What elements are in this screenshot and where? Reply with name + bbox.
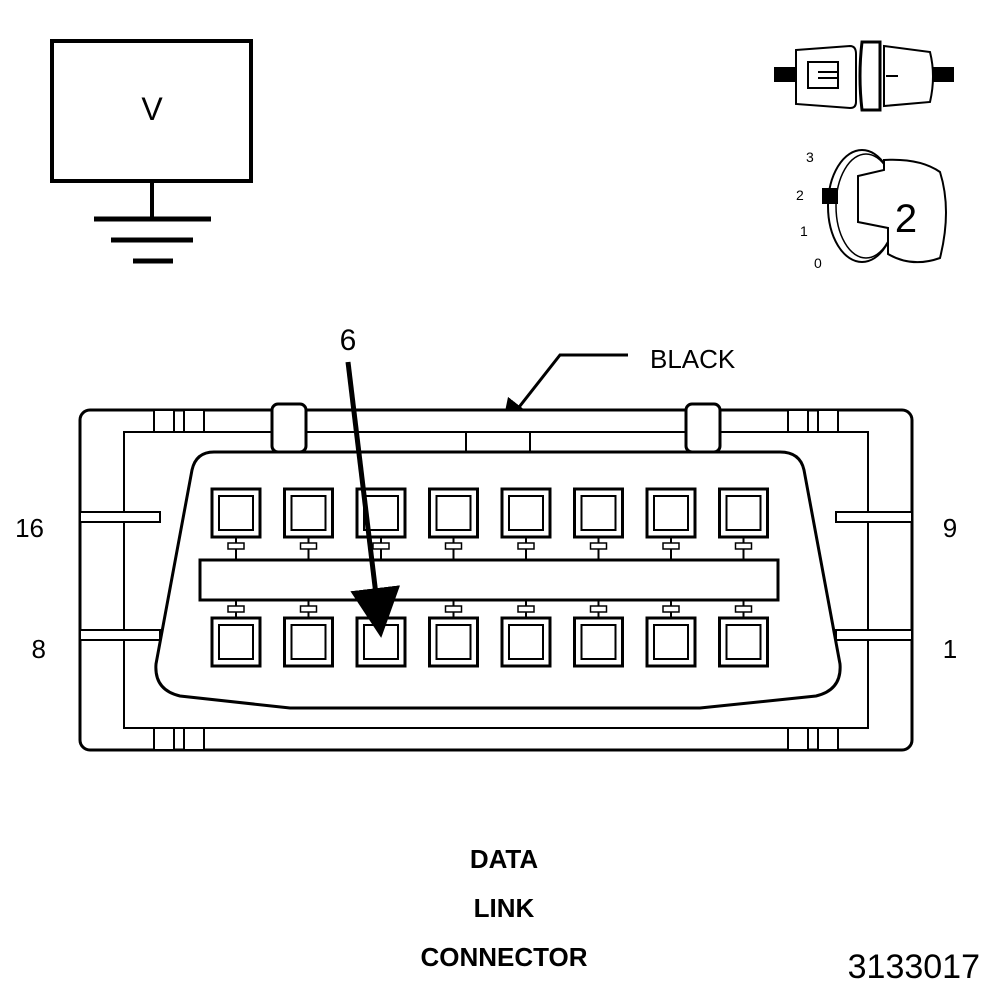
color-callout-label: BLACK — [650, 344, 736, 374]
meter-symbol: V — [141, 91, 163, 127]
lower-pin-row — [210, 600, 769, 668]
pin-cell-lower — [210, 600, 262, 668]
right-side-tab-upper — [835, 511, 913, 523]
housing-slots — [153, 409, 839, 751]
latch-left — [270, 402, 308, 454]
pin-number-lower-left: 8 — [32, 634, 46, 664]
pin-cell-upper — [428, 487, 479, 560]
pin-cell-upper — [573, 487, 624, 560]
key-tab — [465, 431, 531, 453]
caption-line-3: CONNECTOR — [420, 942, 587, 972]
upper-pin-row — [210, 487, 769, 560]
pin-cell-upper — [645, 487, 697, 560]
pin-cell-upper — [283, 487, 334, 560]
ground-icon — [94, 216, 211, 264]
pin-cell-lower — [283, 600, 334, 668]
ignition-position-2: 2 — [796, 187, 804, 203]
ignition-position-3: 3 — [806, 149, 814, 165]
data-link-connector — [78, 402, 914, 752]
left-side-tab-lower — [79, 629, 161, 641]
caption-line-2: LINK — [474, 893, 535, 923]
voltmeter-icon: V — [50, 39, 253, 264]
pin-cell-lower — [500, 600, 552, 668]
pin-callout-arrow — [345, 361, 401, 638]
ignition-switch-icon: 3 2 1 0 2 — [796, 149, 947, 271]
pin-cell-upper — [718, 487, 769, 560]
right-side-tab-lower — [835, 629, 913, 641]
ignition-key-number: 2 — [895, 197, 917, 241]
pin-cell-lower — [718, 600, 769, 668]
latch-right — [684, 402, 722, 454]
figure-id: 3133017 — [848, 948, 980, 986]
left-side-tab-upper — [79, 511, 161, 523]
caption-line-1: DATA — [470, 844, 539, 874]
pin-cell-lower — [428, 600, 479, 668]
pin-number-upper-right: 9 — [943, 513, 957, 543]
ignition-position-0: 0 — [814, 255, 822, 271]
disconnected-connector-icon — [774, 40, 954, 112]
pin-number-upper-left: 16 — [15, 513, 44, 543]
pin-cell-upper — [500, 487, 552, 560]
center-rib — [198, 558, 780, 602]
pin-cell-lower — [645, 600, 697, 668]
color-callout-leader — [501, 353, 628, 430]
pin-cell-lower — [573, 600, 624, 668]
pin-callout-label: 6 — [340, 324, 357, 357]
ignition-position-1: 1 — [800, 223, 808, 239]
pin-cell-upper — [210, 487, 262, 560]
pin-number-lower-right: 1 — [943, 634, 957, 664]
